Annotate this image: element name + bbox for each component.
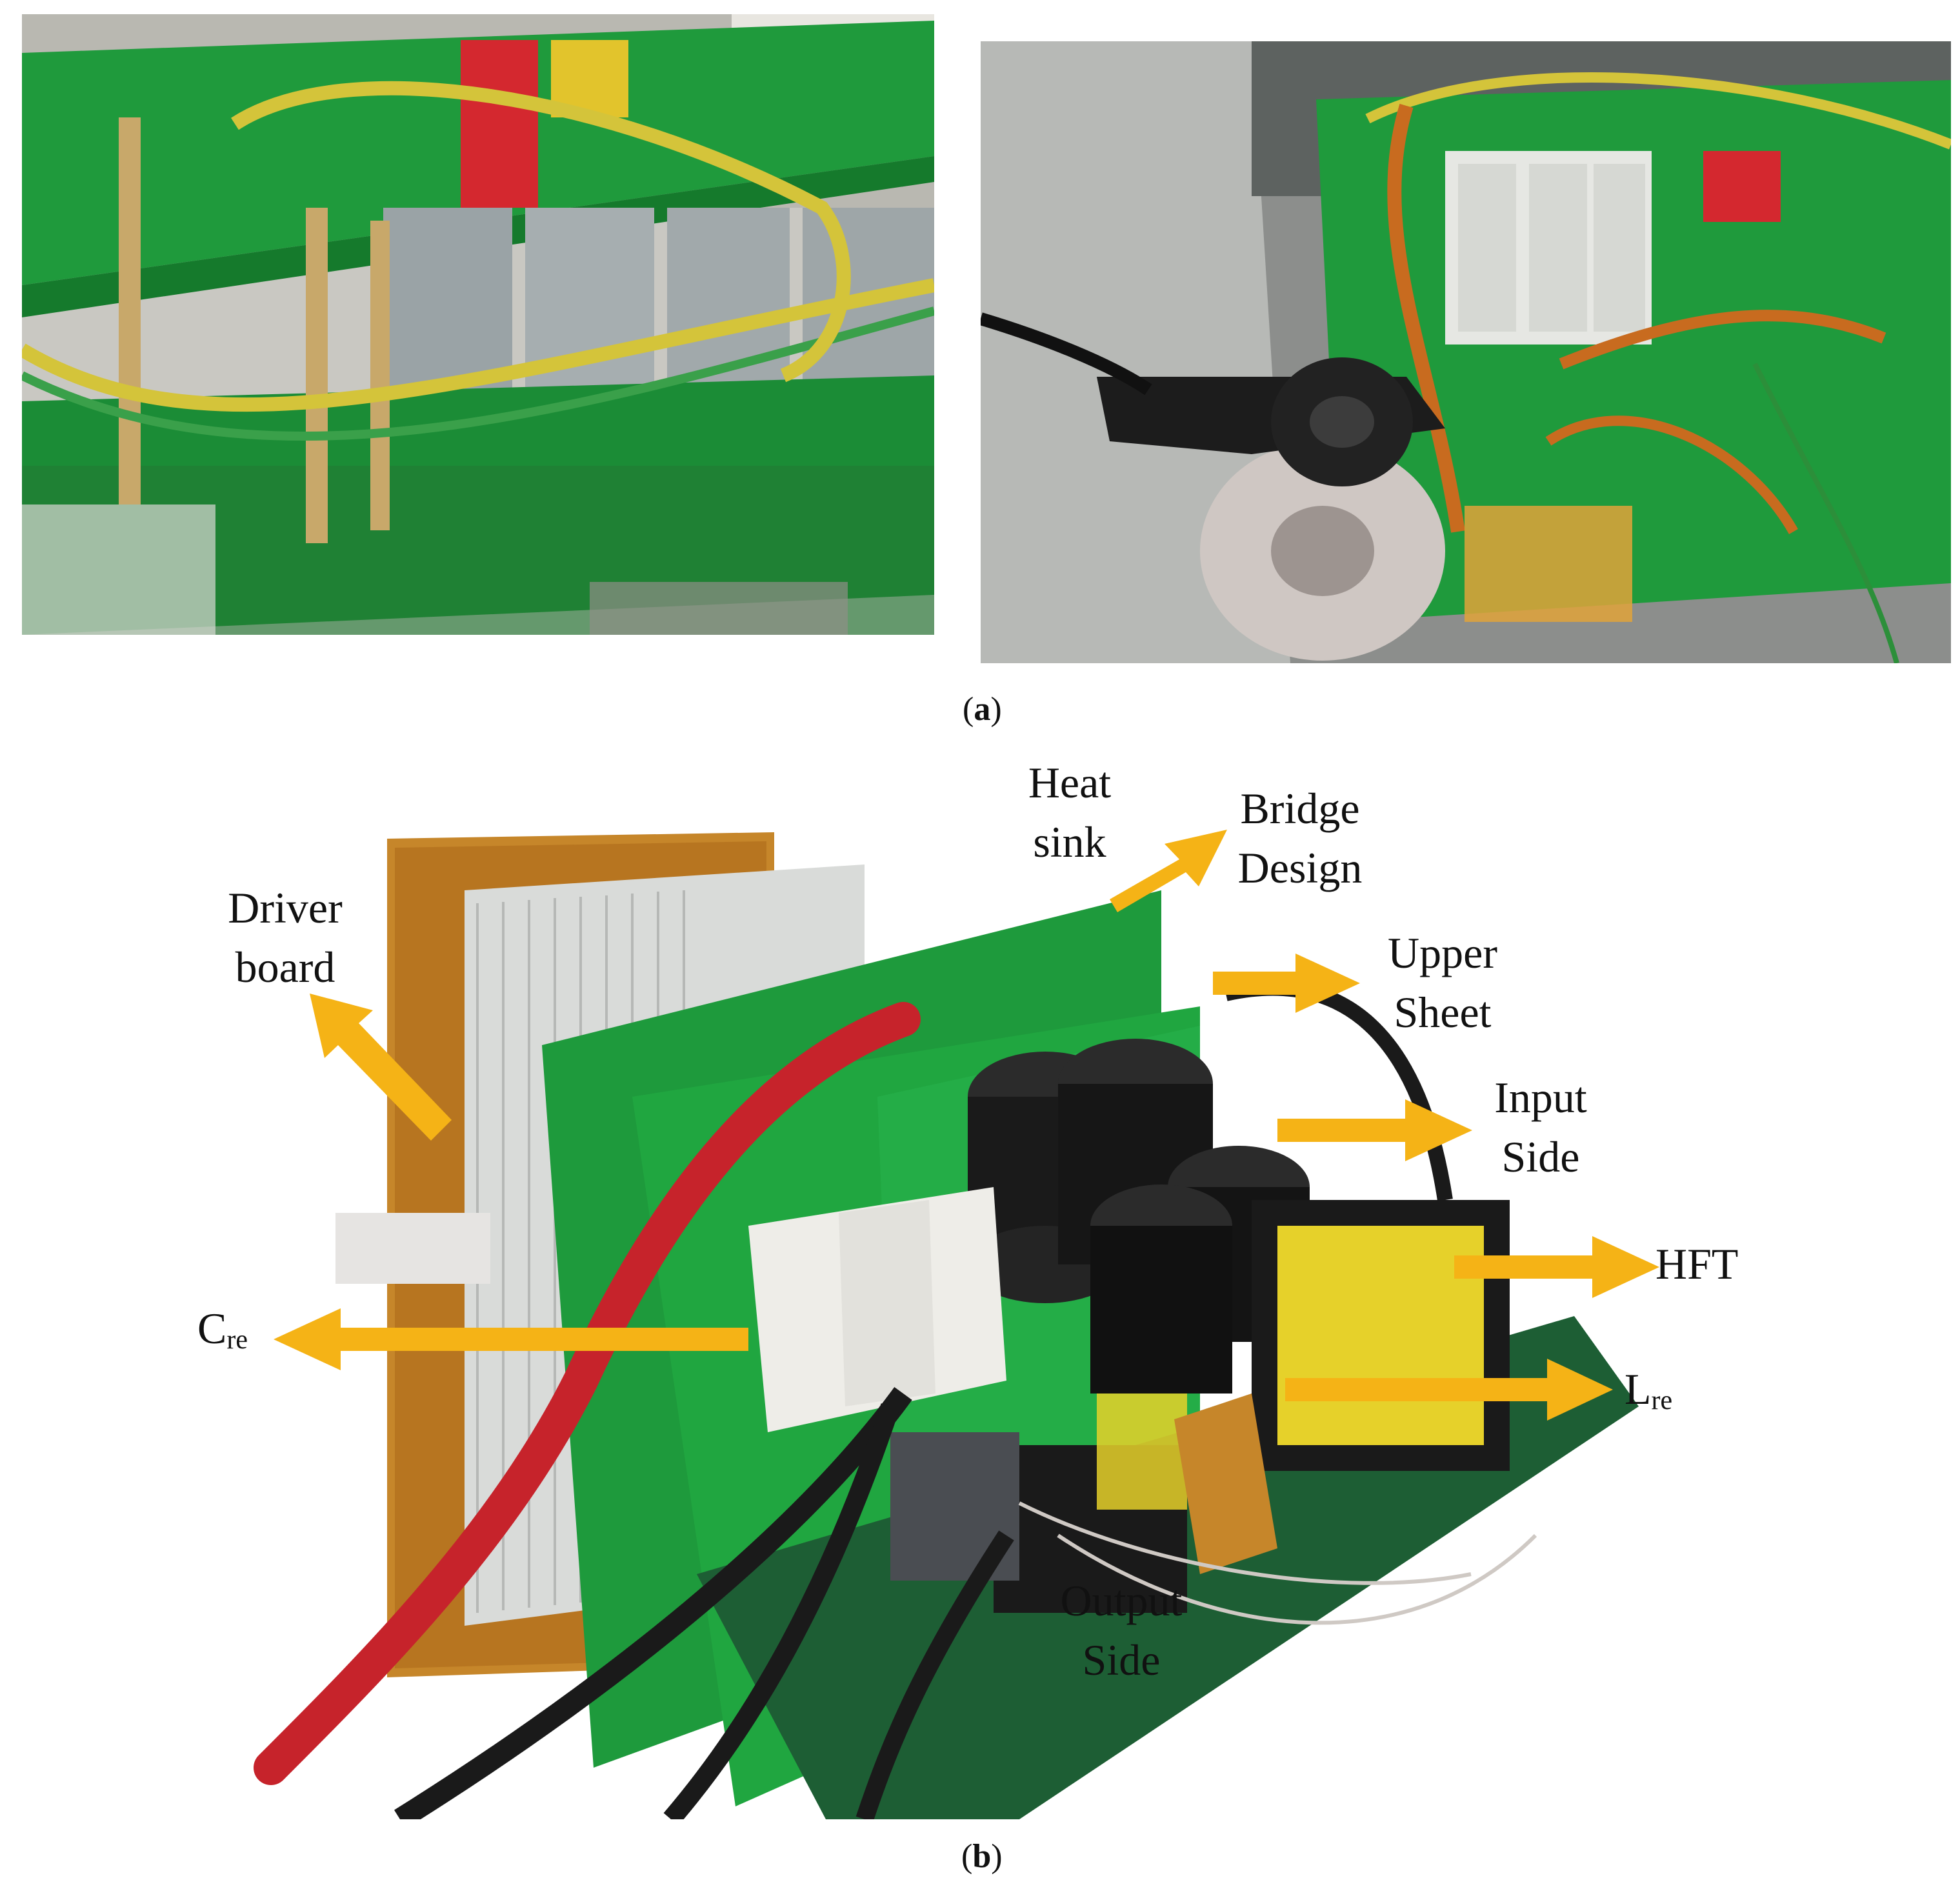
label-upper-sheet: Upper Sheet: [1359, 924, 1526, 1043]
label-l-re: Lre: [1625, 1360, 1672, 1419]
label-driver-board-line2: board: [235, 942, 335, 992]
label-l-re-sub: re: [1651, 1386, 1673, 1415]
photo-a-left: [22, 14, 934, 635]
caption-a-letter: a: [974, 691, 991, 728]
label-bridge-design: Bridge Design: [1213, 779, 1387, 898]
label-driver-board: Driver board: [201, 879, 369, 997]
label-c-re-sub: re: [226, 1325, 248, 1355]
label-bridge-design-line1: Bridge: [1240, 784, 1360, 833]
label-driver-board-line1: Driver: [228, 883, 343, 932]
photo-a-right-illustration: [981, 41, 1951, 663]
caption-b-open: (: [961, 1838, 973, 1875]
label-c-re-main: C: [197, 1304, 227, 1353]
label-output-side-line2: Side: [1082, 1635, 1161, 1684]
photo-b-illustration: [245, 826, 1639, 1819]
caption-a: (a): [963, 693, 1002, 726]
label-heat-sink-line1: Heat: [1028, 758, 1112, 807]
label-hft-text: HFT: [1655, 1239, 1739, 1288]
label-heat-sink: Heat sink: [1012, 754, 1128, 872]
label-bridge-design-line2: Design: [1237, 843, 1363, 892]
photo-a-left-illustration: [22, 14, 934, 635]
caption-b-close: ): [991, 1838, 1003, 1875]
photo-b: [245, 826, 1639, 1819]
label-input-side-line1: Input: [1494, 1073, 1587, 1122]
label-hft: HFT: [1655, 1235, 1738, 1294]
label-upper-sheet-line1: Upper: [1388, 928, 1497, 977]
caption-a-close: ): [990, 691, 1002, 728]
label-output-side-line1: Output: [1060, 1576, 1183, 1625]
label-output-side: Output Side: [1031, 1572, 1212, 1690]
label-input-side: Input Side: [1463, 1068, 1618, 1187]
label-input-side-line2: Side: [1501, 1132, 1580, 1181]
label-heat-sink-line2: sink: [1033, 817, 1106, 866]
caption-a-open: (: [963, 691, 974, 728]
photo-a-right: [981, 41, 1951, 663]
label-l-re-main: L: [1625, 1364, 1652, 1414]
label-upper-sheet-line2: Sheet: [1394, 987, 1492, 1037]
label-c-re: Cre: [197, 1299, 248, 1359]
caption-b: (b): [961, 1840, 1003, 1873]
caption-b-letter: b: [972, 1838, 992, 1875]
